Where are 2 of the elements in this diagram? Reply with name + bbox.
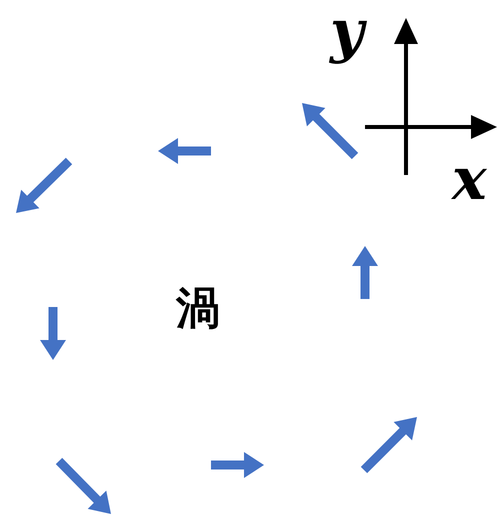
axis-label: x xyxy=(452,150,487,208)
center-label: 渦 xyxy=(176,287,220,331)
